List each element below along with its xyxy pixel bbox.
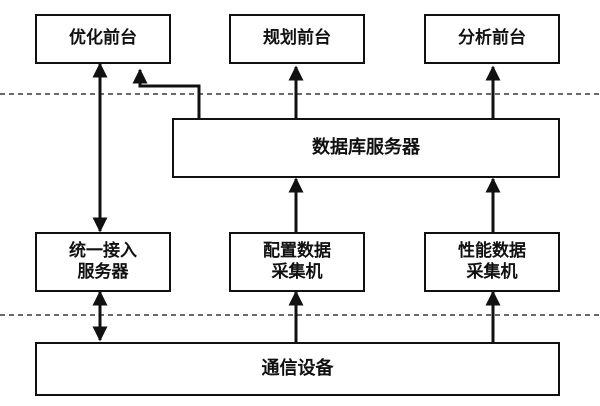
config-collector-box: 配置数据 采集机 — [229, 232, 365, 292]
opt-frontend-box: 优化前台 — [35, 14, 171, 64]
perf-collector-box: 性能数据 采集机 — [424, 232, 560, 292]
db-server-box: 数据库服务器 — [172, 118, 560, 178]
comm-equipment-box: 通信设备 — [35, 342, 560, 396]
config-collector-label-line1: 配置数据 — [263, 240, 331, 261]
access-server-box: 统一接入 服务器 — [35, 232, 171, 292]
db-server-label: 数据库服务器 — [312, 136, 420, 158]
plan-frontend-label: 规划前台 — [263, 28, 331, 49]
plan-frontend-box: 规划前台 — [229, 14, 365, 64]
config-collector-label-line2: 采集机 — [271, 262, 323, 282]
comm-equipment-label: 通信设备 — [261, 357, 334, 379]
access-server-label-line2: 服务器 — [77, 262, 129, 282]
arrow-db-opt — [132, 68, 201, 118]
analysis-frontend-label: 分析前台 — [458, 28, 526, 49]
perf-collector-label-line1: 性能数据 — [458, 240, 526, 261]
analysis-frontend-box: 分析前台 — [424, 14, 560, 64]
access-server-label-line1: 统一接入 — [69, 240, 137, 261]
perf-collector-label-line2: 采集机 — [466, 262, 518, 282]
opt-frontend-label: 优化前台 — [69, 28, 137, 49]
